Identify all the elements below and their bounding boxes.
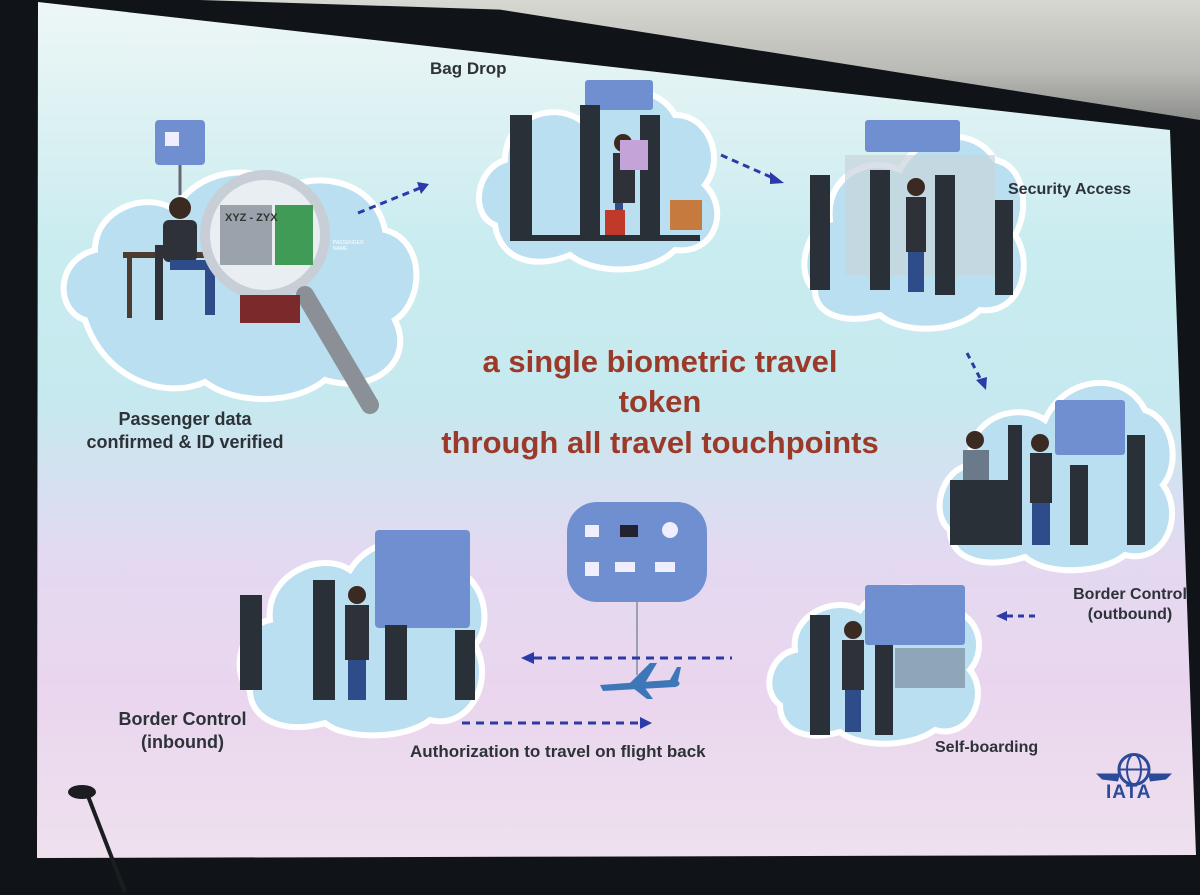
- bag-drop-cloud: [475, 75, 721, 273]
- headline-line1: a single biometric travel token: [482, 344, 838, 420]
- arrow-to-authorization: [462, 717, 652, 729]
- border-in-illustration: [236, 530, 488, 739]
- passenger-label-line2: confirmed & ID verified: [86, 431, 284, 452]
- security-cloud: [800, 115, 1027, 332]
- self-boarding-illustration: [766, 584, 982, 747]
- arrow-border-out-to-boarding: [996, 611, 1035, 621]
- border-in-line2: (inbound): [141, 731, 224, 752]
- route-text: XYZ - ZYX: [225, 212, 278, 224]
- arrow-bagdrop-to-security: [720, 153, 784, 184]
- border-in-cloud: [235, 525, 490, 740]
- headline-line2: through all travel touchpoints: [441, 424, 879, 460]
- plane-icon: [600, 663, 681, 699]
- border-out-line1: Border Control: [1073, 586, 1187, 603]
- border-in-label: Border Control (inbound): [95, 708, 270, 753]
- border-out-label: Border Control (outbound): [1070, 585, 1190, 625]
- boarding-pass-text: PASSENGER NAME: [333, 240, 364, 252]
- passenger-illustration: [60, 120, 420, 414]
- bag-drop-illustration: [476, 80, 721, 273]
- passenger-cloud: XYZ - ZYX PASSENGER NAME: [55, 120, 425, 414]
- bag-drop-label: Bag Drop: [430, 59, 507, 78]
- border-out-illustration: [936, 379, 1176, 574]
- border-in-line1: Border Control: [118, 709, 247, 729]
- arrow-flight-back: [521, 652, 732, 664]
- border-out-line2: (outbound): [1087, 606, 1173, 623]
- microphone: [68, 785, 127, 893]
- iata-logo-text: IATA: [1106, 782, 1152, 803]
- arrow-passenger-to-bagdrop: [357, 182, 429, 215]
- passenger-label: Passenger data confirmed & ID verified: [60, 408, 310, 453]
- border-out-cloud: [935, 365, 1176, 574]
- authorization-illustration: [567, 502, 707, 675]
- iata-globe-logo: [1096, 753, 1172, 786]
- self-boarding-label: Self-boarding: [935, 739, 1039, 756]
- authorization-panel: [565, 500, 710, 675]
- self-boarding-cloud: [765, 580, 985, 747]
- security-label: Security Access: [1008, 181, 1132, 198]
- passenger-label-line1: Passenger data: [118, 409, 252, 429]
- arrow-security-to-border-out: [965, 352, 987, 390]
- slide-headline: a single biometric travel token through …: [440, 342, 880, 463]
- security-illustration: [801, 120, 1027, 332]
- authorization-label: Authorization to travel on flight back: [410, 742, 706, 761]
